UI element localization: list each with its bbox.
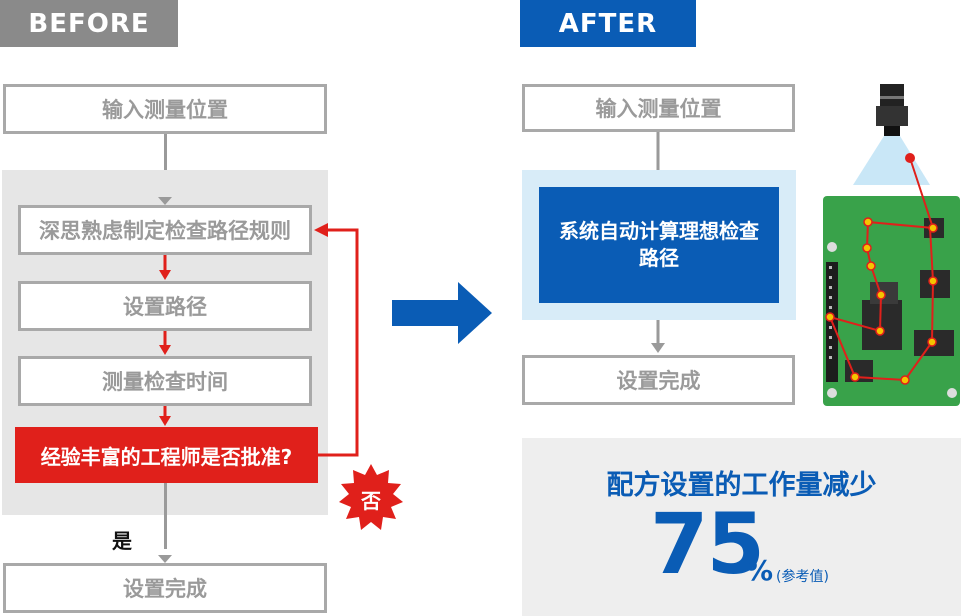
after-tag: AFTER: [520, 0, 696, 47]
before-plan-step: 深思熟虑制定检查路径规则: [18, 205, 312, 255]
before-loop-arrowhead: [314, 223, 328, 237]
result-title: 配方设置的工作量减少: [606, 470, 877, 501]
before-loop-back-line: [318, 228, 359, 457]
before-arrowhead-1: [158, 197, 172, 205]
no-label: 否: [361, 488, 381, 513]
camera-light-cone: [853, 136, 930, 185]
result-note: (参考值): [776, 569, 829, 585]
before-connector-1: [164, 134, 167, 170]
camera-icon: [876, 84, 908, 136]
before-arrowhead-yes: [158, 555, 172, 563]
result-unit: %: [745, 554, 774, 587]
after-input-step: 输入测量位置: [522, 84, 795, 132]
before-connector-yes: [164, 483, 167, 549]
result-panel: [522, 438, 961, 616]
transition-arrow: [392, 282, 492, 344]
after-auto-calc-box: 系统自动计算理想检查路径: [539, 187, 779, 303]
no-starburst: [339, 464, 403, 530]
before-input-step: 输入测量位置: [3, 84, 327, 134]
before-yes-label: 是: [112, 529, 132, 553]
after-done-step: 设置完成: [522, 355, 795, 405]
result-value: 75: [650, 495, 765, 593]
before-tag: BEFORE: [0, 0, 178, 47]
before-route-step: 设置路径: [18, 281, 312, 331]
before-measure-step: 测量检查时间: [18, 356, 312, 406]
before-decision-box: 经验丰富的工程师是否批准?: [15, 427, 318, 483]
before-done-step: 设置完成: [3, 563, 327, 613]
